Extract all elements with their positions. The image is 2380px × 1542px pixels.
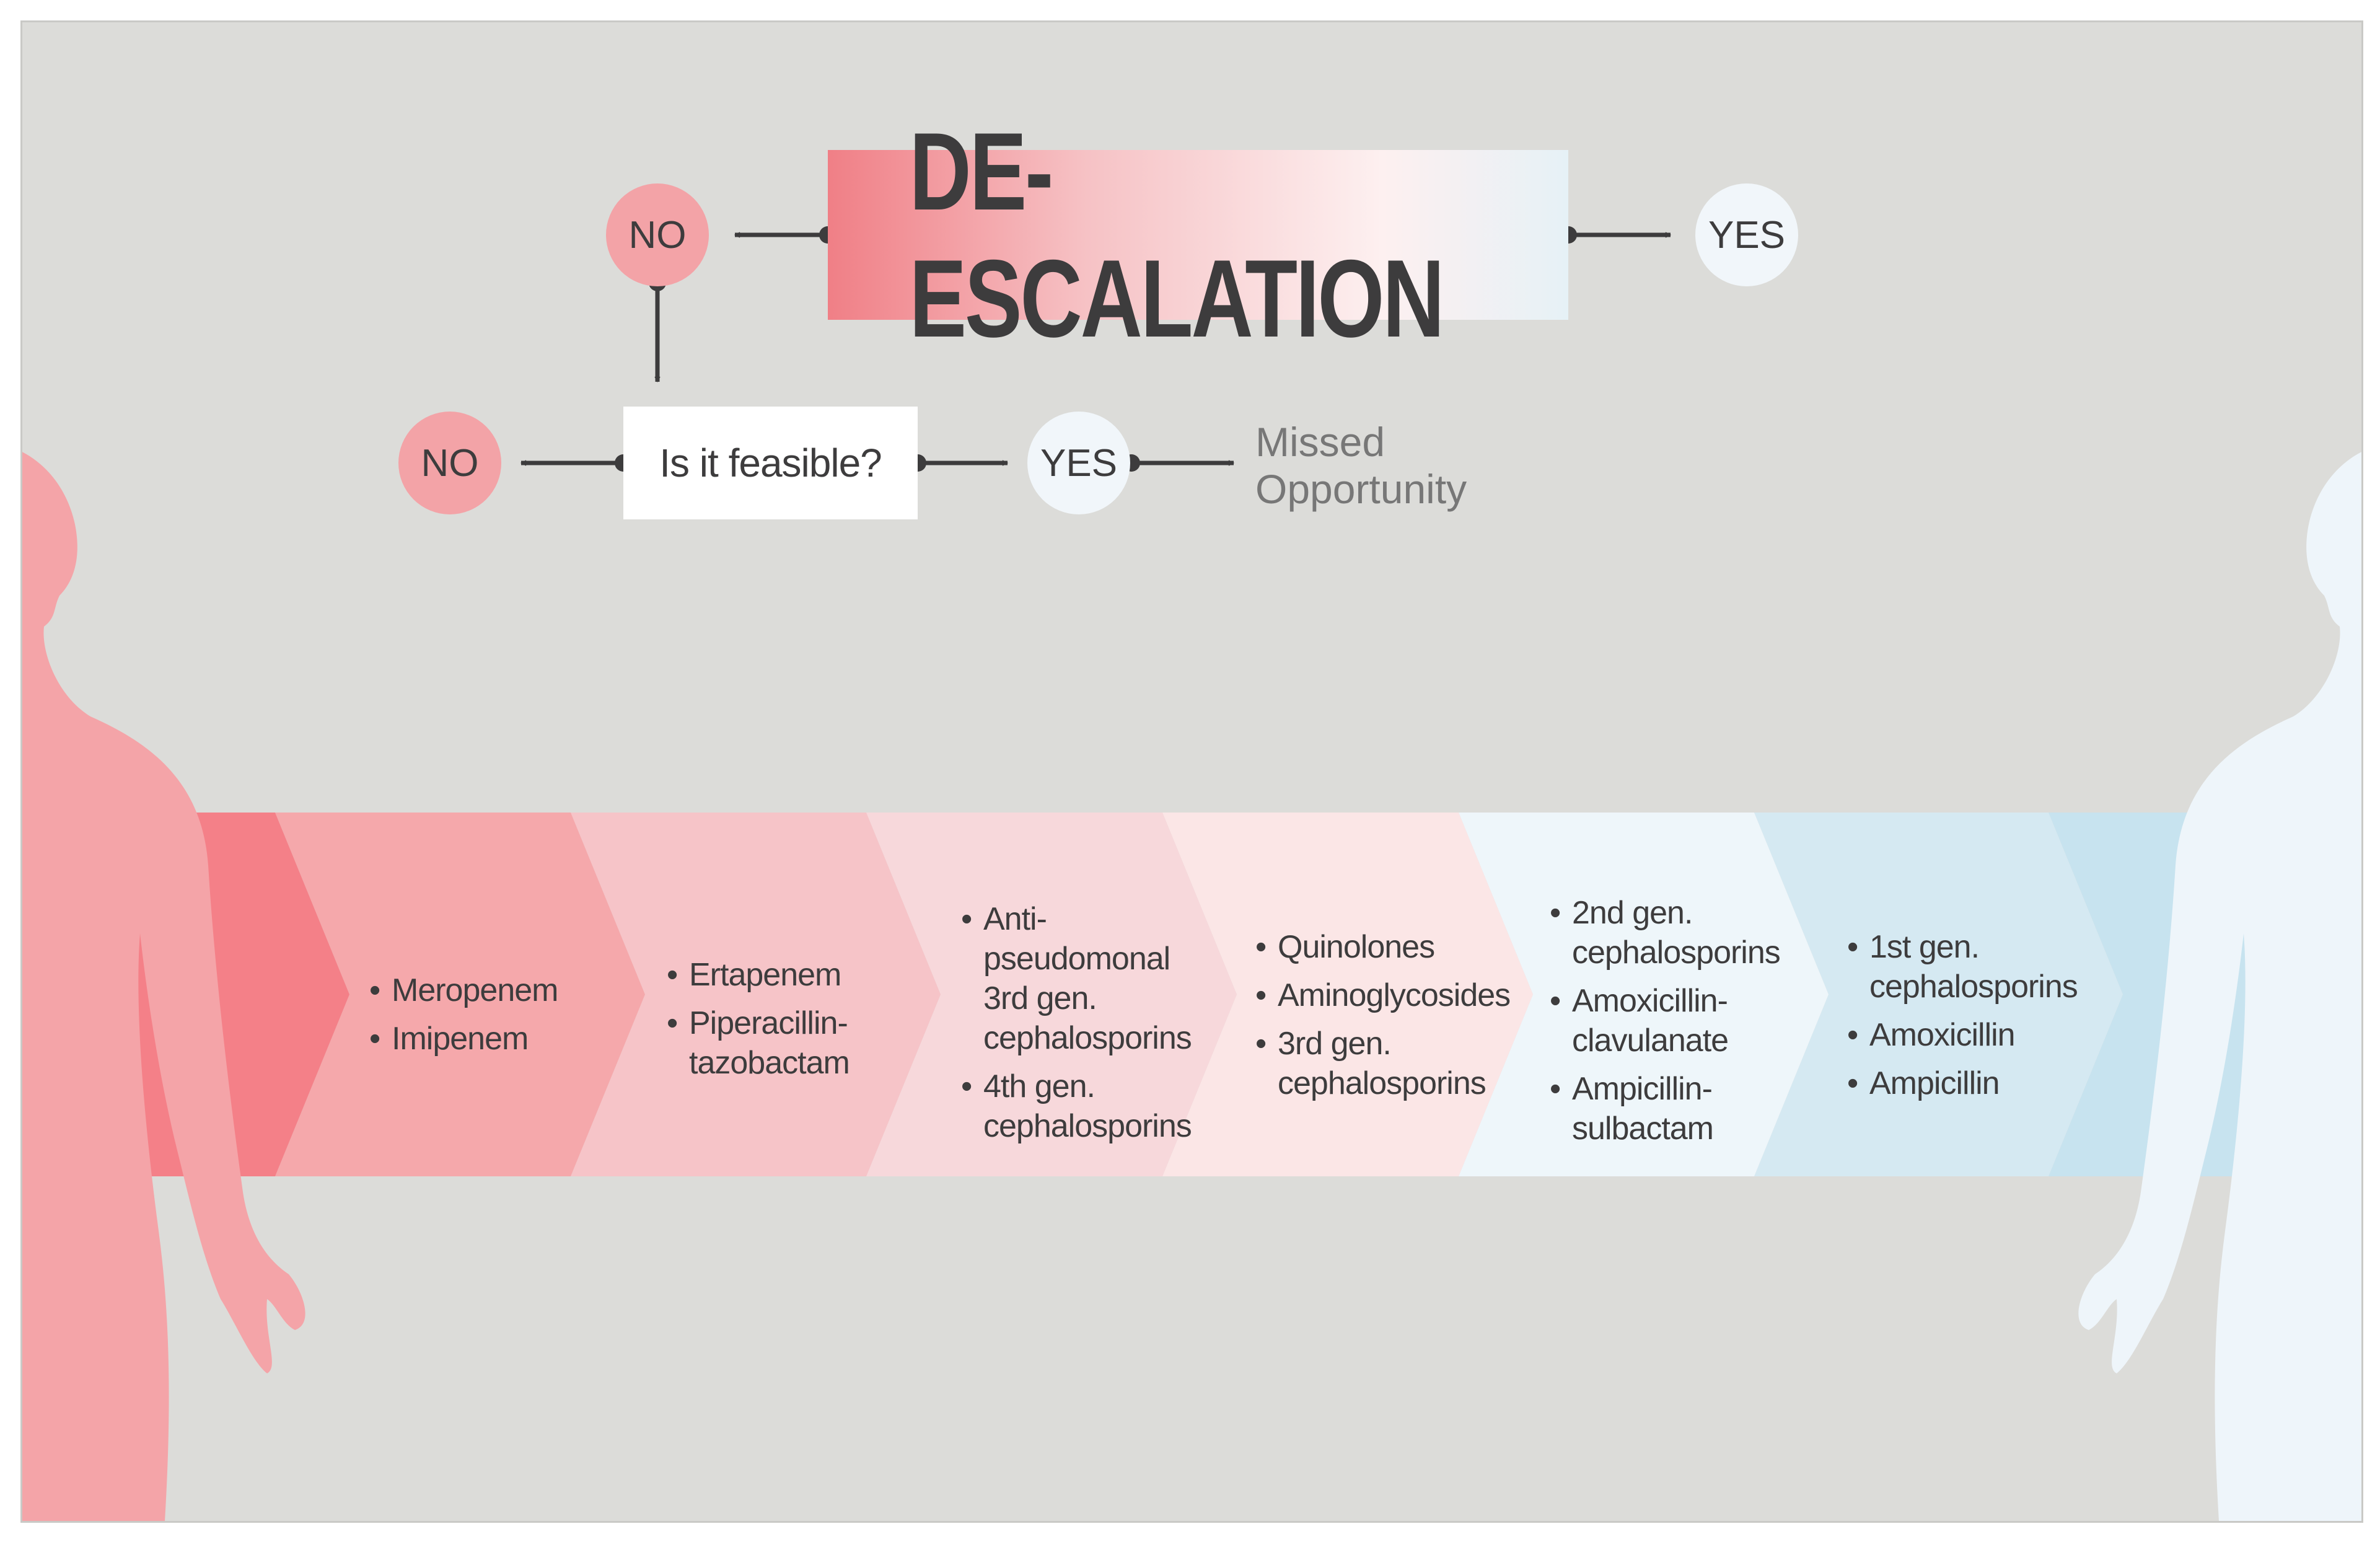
outcome-label: Missed Opportunity [1255, 413, 1478, 518]
feasible-question: Is it feasible? [659, 441, 882, 485]
drug-item: Ampicillin- sulbactam [1550, 1069, 1773, 1148]
spectrum-segment-3: Anti- pseudomonal 3rd gen. cephalosporin… [961, 899, 1192, 1155]
spectrum-segment-1: MeropenemImipenem [369, 971, 592, 1067]
drug-item: Imipenem [369, 1019, 592, 1059]
drug-item: 1st gen. cephalosporins [1847, 927, 2078, 1007]
feasible-no-circle [398, 412, 501, 514]
feasible-yes-circle [1027, 412, 1130, 514]
drug-item: Meropenem [369, 971, 592, 1010]
spectrum-segment-5: 2nd gen. cephalosporinsAmoxicillin- clav… [1550, 893, 1781, 1157]
drug-item: Aminoglycosides [1255, 976, 1511, 1015]
drug-item: Ampicillin [1847, 1064, 2070, 1103]
drug-item: Ertapenem [667, 955, 890, 995]
page-title: DE-ESCALATION [909, 110, 1444, 360]
top-yes-label: YES [1708, 213, 1786, 257]
drug-item: Amoxicillin- clavulanate [1550, 981, 1773, 1060]
feasible-no-label: NO [421, 441, 479, 485]
top-yes-circle [1695, 183, 1798, 286]
spectrum-segment-4: QuinolonesAminoglycosides 3rd gen. cephal… [1255, 927, 1511, 1112]
drug-item: Piperacillin- tazobactam [667, 1003, 890, 1083]
question-box [623, 407, 918, 519]
feasible-yes-label: YES [1040, 441, 1118, 485]
drug-item: 4th gen. cephalosporins [961, 1067, 1192, 1146]
infographic-frame: DE-ESCALATION NO YES Is it feasible? NO … [20, 20, 2363, 1523]
drug-item: Anti- pseudomonal 3rd gen. cephalosporin… [961, 899, 1192, 1058]
outcome-line-1: Missed [1255, 419, 1385, 465]
outcome-line-2: Opportunity [1255, 466, 1467, 512]
drug-item: Quinolones [1255, 927, 1478, 967]
top-no-circle [606, 183, 709, 286]
spectrum-segment-2: ErtapenemPiperacillin- tazobactam [667, 955, 890, 1091]
top-no-label: NO [628, 213, 687, 257]
spectrum-segment-6: 1st gen. cephalosporinsAmoxicillinAmpici… [1847, 927, 2078, 1112]
title-box [828, 150, 1568, 320]
human-silhouette-left [22, 452, 305, 1521]
drug-item: Amoxicillin [1847, 1015, 2070, 1055]
drug-item: 2nd gen. cephalosporins [1550, 893, 1781, 972]
human-silhouette-right [2078, 452, 2361, 1521]
drug-item: 3rd gen. cephalosporins [1255, 1024, 1486, 1103]
